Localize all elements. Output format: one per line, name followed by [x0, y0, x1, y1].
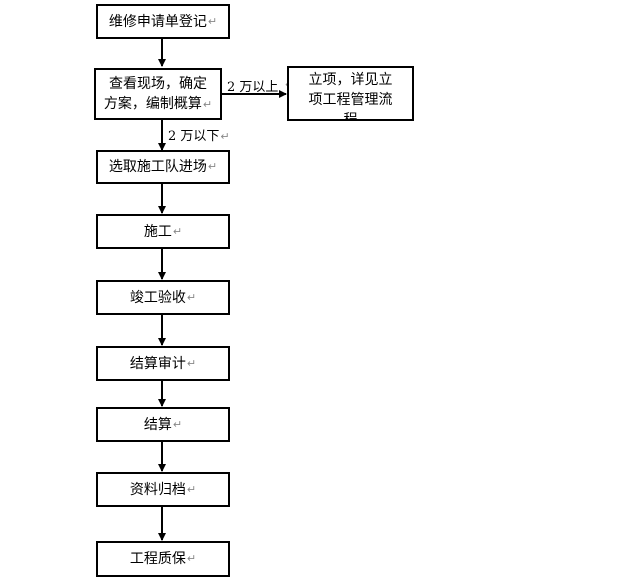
node-settlement: 结算↵: [96, 407, 230, 442]
node-audit-label: 结算审计: [129, 355, 186, 372]
return-mark-icon: ↵: [202, 97, 213, 111]
node-project-line2: 项工程管理流: [308, 92, 393, 108]
return-mark-icon: ↵: [172, 417, 183, 431]
node-archive-label: 资料归档: [129, 481, 186, 498]
return-mark-icon: ↵: [186, 356, 197, 370]
node-warranty: 工程质保↵: [96, 541, 230, 577]
node-survey-line2: 方案，编制概算↵: [103, 95, 213, 112]
node-select-team-label: 选取施工队进场: [108, 159, 207, 175]
node-project-line1: 立项，详见立: [308, 72, 393, 88]
node-audit: 结算审计↵: [96, 346, 230, 381]
node-select-team: 选取施工队进场↵: [96, 150, 230, 184]
node-project-line3: 程: [343, 112, 358, 121]
node-register: 维修申请单登记↵: [96, 4, 230, 39]
return-mark-icon: ↵: [172, 224, 183, 238]
node-survey: 查看现场，确定 方案，编制概算↵: [94, 68, 222, 120]
return-mark-icon: ↵: [186, 552, 197, 565]
return-mark-icon: ↵: [220, 130, 230, 143]
node-survey-line1: 查看现场，确定: [109, 75, 207, 92]
edge-label-above-2w: 2 万以上: [227, 80, 279, 95]
return-mark-icon: ↵: [186, 482, 197, 496]
return-mark-icon: ↵: [207, 160, 218, 173]
node-settlement-label: 结算: [143, 416, 172, 433]
node-construction-label: 施工: [143, 223, 172, 240]
node-archive: 资料归档↵: [96, 472, 230, 507]
return-mark-icon: ↵: [207, 14, 218, 28]
node-register-label: 维修申请单登记: [108, 13, 207, 30]
node-acceptance: 竣工验收↵: [96, 280, 230, 315]
node-warranty-label: 工程质保: [129, 551, 186, 567]
node-project: 立项，详见立 项工程管理流 程: [287, 66, 414, 121]
edge-label-below-2w: 2 万以下↵: [168, 129, 230, 144]
return-mark-icon: ↵: [186, 290, 197, 304]
node-construction: 施工↵: [96, 214, 230, 249]
node-acceptance-label: 竣工验收: [129, 289, 186, 306]
